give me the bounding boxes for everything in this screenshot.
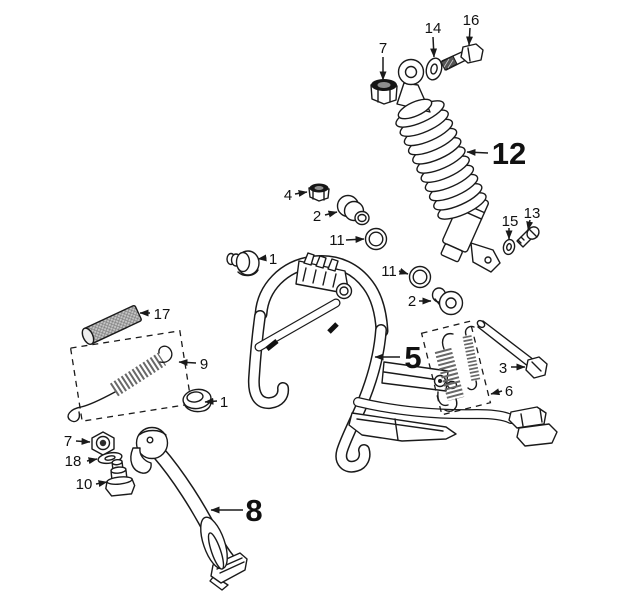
leader-arrow-12 — [466, 148, 489, 156]
part-label-14: 14 — [425, 20, 442, 37]
part-labels: 7 14 16 12 15 13 4 2 11 1 11 2 5 3 6 17 … — [64, 12, 541, 528]
washer-11-upper-drawing — [364, 227, 388, 251]
part-label-15: 15 — [502, 213, 519, 230]
part-label-3: 3 — [499, 360, 507, 377]
bolt-13-drawing — [516, 226, 540, 248]
bushing-2-upper-drawing — [336, 194, 370, 226]
washer-15-drawing — [502, 238, 516, 256]
leader-arrow-7-lower — [75, 437, 91, 445]
spring-6-dashed-box — [420, 320, 492, 416]
rubber-sleeve-17-drawing — [81, 304, 142, 345]
bolt-3-drawing — [476, 319, 548, 379]
center-stand-drawing — [247, 252, 558, 473]
leader-arrow-11-upper — [345, 235, 365, 243]
side-stand-drawing — [130, 426, 248, 591]
spring-9-dashed-box — [69, 330, 193, 422]
part-label-2-middle: 2 — [408, 293, 416, 310]
part-label-10: 10 — [76, 476, 93, 493]
leader-arrow-9 — [178, 359, 197, 366]
part-label-18: 18 — [65, 453, 82, 470]
leader-arrow-16 — [466, 27, 473, 46]
part-label-8: 8 — [245, 493, 262, 528]
part-label-7-top: 7 — [379, 40, 387, 57]
spring-9-drawing — [67, 345, 173, 423]
part-label-5: 5 — [404, 340, 421, 375]
leader-arrows — [75, 27, 534, 514]
leader-arrow-11-middle — [398, 267, 409, 275]
spring-6-large-drawing — [434, 332, 465, 412]
washer-11-middle-drawing — [408, 265, 432, 289]
leader-arrow-1-lower — [204, 397, 218, 405]
part-label-12: 12 — [492, 136, 526, 171]
leader-arrow-2-upper — [324, 210, 338, 218]
leader-arrow-13 — [526, 219, 534, 231]
part-label-2-upper: 2 — [313, 208, 321, 225]
part-label-11-upper: 11 — [329, 232, 345, 249]
leader-arrow-10 — [95, 480, 108, 487]
part-label-4: 4 — [284, 187, 292, 204]
part-label-9: 9 — [200, 356, 208, 373]
flange-nut-7-top-drawing — [370, 79, 398, 105]
end-cap-1-upper-drawing — [226, 250, 260, 277]
bushing-2-middle-drawing — [431, 287, 464, 316]
end-cap-1-lower-drawing — [182, 388, 212, 413]
leader-arrow-18 — [86, 457, 98, 465]
nut-7-lower-drawing — [91, 431, 115, 456]
part-label-7-lower: 7 — [64, 433, 72, 450]
part-label-13: 13 — [524, 205, 541, 222]
lock-nut-4-drawing — [308, 183, 330, 202]
washer-14-drawing — [425, 57, 443, 81]
bolt-16-drawing — [440, 43, 484, 71]
leader-arrow-6 — [490, 388, 503, 396]
part-label-1-lower: 1 — [220, 394, 228, 411]
part-label-1-upper: 1 — [269, 251, 277, 268]
part-label-17: 17 — [154, 306, 171, 323]
leader-arrow-4 — [294, 189, 308, 197]
shock-absorber-drawing — [395, 58, 501, 273]
spring-6-small-drawing — [462, 325, 481, 391]
pivot-stud-10-drawing — [105, 458, 136, 497]
leader-arrow-14 — [430, 36, 438, 58]
part-label-11-middle: 11 — [381, 263, 397, 280]
leader-arrow-1-upper — [257, 254, 267, 262]
part-label-16: 16 — [463, 12, 480, 29]
part-label-6: 6 — [505, 383, 513, 400]
